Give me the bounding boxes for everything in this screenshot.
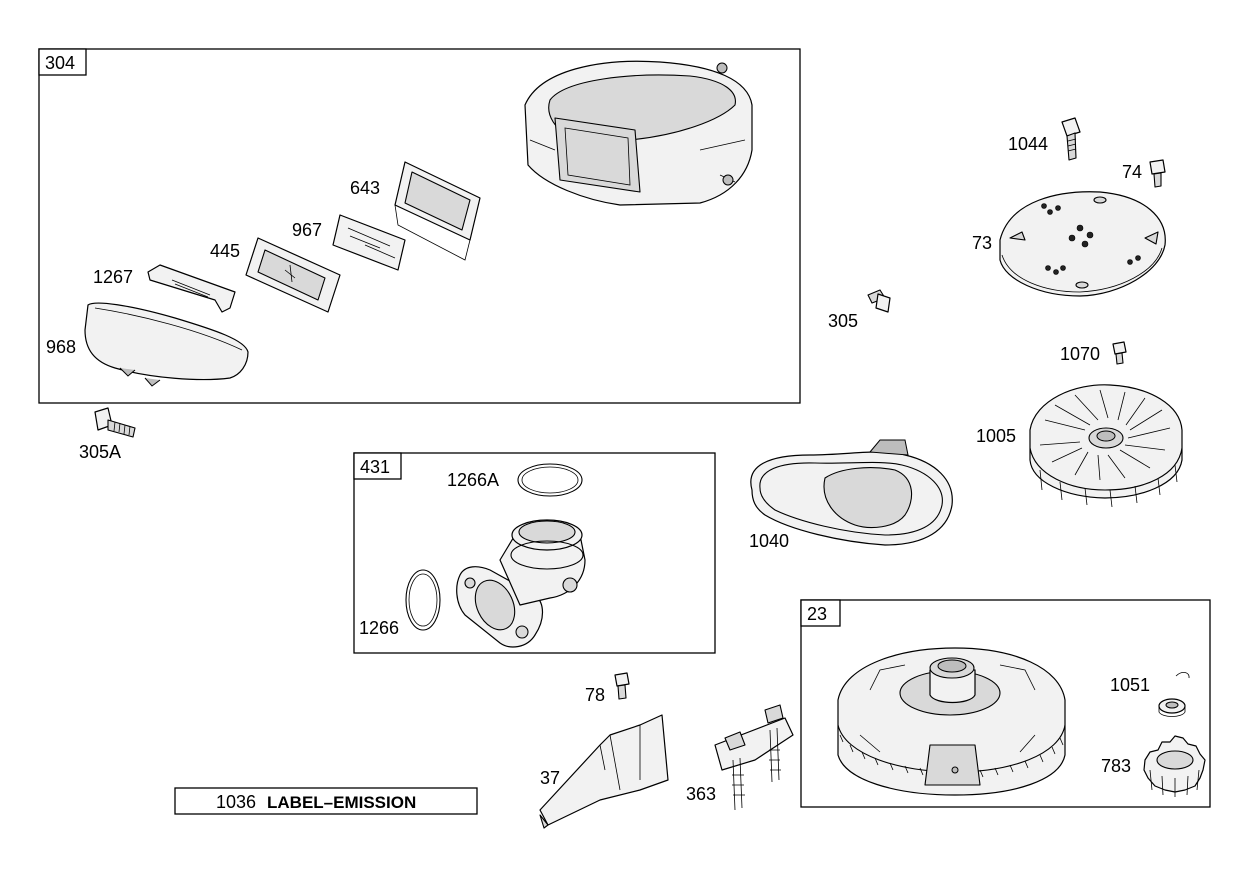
part-643-label: 643 xyxy=(350,178,380,198)
label-emission-text: LABEL–EMISSION xyxy=(267,793,416,812)
part-37-label: 37 xyxy=(540,768,560,788)
part-1266A xyxy=(517,463,583,497)
part-445-label: 445 xyxy=(210,241,240,261)
group-431: 431 1266A 1266 xyxy=(353,452,716,654)
group-431-number: 431 xyxy=(360,457,390,477)
part-1267-label: 1267 xyxy=(93,267,133,287)
part-1266 xyxy=(405,569,441,631)
part-305A-label: 305A xyxy=(79,442,121,462)
part-967 xyxy=(332,214,406,271)
group-23-frame xyxy=(800,599,1211,808)
part-1051-label: 1051 xyxy=(1110,675,1150,695)
part-1266A-label: 1266A xyxy=(447,470,499,490)
part-643 xyxy=(394,161,481,261)
label-emission: 1036 LABEL–EMISSION xyxy=(174,787,478,815)
label-emission-frame xyxy=(174,787,478,815)
part-968 xyxy=(84,302,249,387)
part-1266-label: 1266 xyxy=(359,618,399,638)
part-1005-label: 1005 xyxy=(976,426,1016,446)
group-304-tag xyxy=(38,48,87,76)
group-431-frame xyxy=(353,452,716,654)
part-783 xyxy=(1143,735,1206,797)
part-73 xyxy=(999,191,1166,297)
part-37 xyxy=(539,714,669,829)
part-968-label: 968 xyxy=(46,337,76,357)
group-23-tag xyxy=(800,599,841,627)
group-23-number: 23 xyxy=(807,604,827,624)
part-445 xyxy=(245,237,341,313)
part-1040 xyxy=(750,439,953,546)
part-1005 xyxy=(1029,384,1183,508)
part-305A xyxy=(94,407,136,438)
group-304: 304 643 967 445 xyxy=(38,48,801,404)
part-1040-label: 1040 xyxy=(749,531,789,551)
group-431-tag xyxy=(353,452,402,480)
part-74 xyxy=(1149,159,1166,188)
part-363-label: 363 xyxy=(686,784,716,804)
part-363 xyxy=(714,704,794,811)
part-967-label: 967 xyxy=(292,220,322,240)
part-1051 xyxy=(1158,672,1190,717)
part-73-label: 73 xyxy=(972,233,992,253)
part-78 xyxy=(614,672,630,700)
blower-housing xyxy=(524,60,753,206)
group-304-frame xyxy=(38,48,801,404)
part-74-label: 74 xyxy=(1122,162,1142,182)
part-305-label: 305 xyxy=(828,311,858,331)
part-78-label: 78 xyxy=(585,685,605,705)
part-1267 xyxy=(147,264,236,313)
part-1070 xyxy=(1112,341,1127,365)
group-304-number: 304 xyxy=(45,53,75,73)
part-1044-label: 1044 xyxy=(1008,134,1048,154)
group-23: 23 1051 783 xyxy=(800,599,1211,808)
part-783-label: 783 xyxy=(1101,756,1131,776)
flywheel xyxy=(837,647,1066,796)
intake-elbow xyxy=(456,519,586,648)
part-1044 xyxy=(1061,117,1081,161)
part-305 xyxy=(867,289,891,313)
part-1070-label: 1070 xyxy=(1060,344,1100,364)
label-emission-number: 1036 xyxy=(216,792,256,812)
